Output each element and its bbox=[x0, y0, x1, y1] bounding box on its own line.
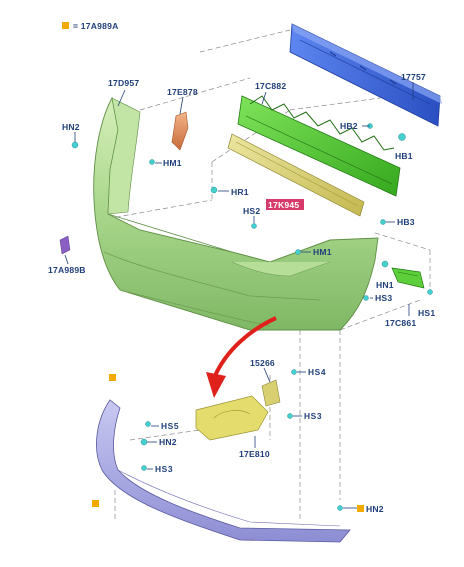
label-17e878: 17E878 bbox=[167, 87, 198, 97]
legend-marker bbox=[62, 22, 69, 29]
upper-bracket bbox=[171, 111, 189, 151]
fastener-hs3-lower bbox=[141, 465, 147, 471]
part-15266 bbox=[261, 379, 281, 407]
foam-absorber: 17K945 bbox=[227, 133, 365, 217]
fastener-hn2-lower bbox=[140, 438, 148, 446]
leader-lines bbox=[64, 82, 414, 509]
marker-top bbox=[109, 374, 116, 381]
fastener-hb3 bbox=[380, 219, 386, 225]
label-hs3-lower: HS3 bbox=[155, 464, 173, 474]
label-17757: 17757 bbox=[401, 72, 426, 82]
label-hm1-left: HM1 bbox=[163, 158, 182, 168]
part-labels: 17757 17C882 17D957 17E878 HB2 HB1 HN2 H… bbox=[48, 72, 435, 514]
label-17a989b: 17A989B bbox=[48, 265, 86, 275]
legend-code: = 17A989A bbox=[73, 21, 119, 31]
fastener-hs2 bbox=[251, 223, 257, 229]
assembly-arrow bbox=[206, 316, 277, 398]
fastener-hn2-top bbox=[71, 141, 79, 149]
label-hb2: HB2 bbox=[340, 121, 358, 131]
label-15266: 15266 bbox=[250, 358, 275, 368]
fastener-hm1-right bbox=[295, 249, 301, 255]
marker-left bbox=[92, 500, 99, 507]
label-17c861: 17C861 bbox=[385, 318, 416, 328]
label-hm1-right: HM1 bbox=[313, 247, 332, 257]
label-hn2-top: HN2 bbox=[62, 122, 80, 132]
label-hn2-bottom: HN2 bbox=[366, 504, 384, 514]
label-17d957: 17D957 bbox=[108, 78, 139, 88]
fastener-hs1 bbox=[427, 289, 433, 295]
label-hn1: HN1 bbox=[376, 280, 394, 290]
foam-label-box bbox=[266, 199, 304, 210]
fastener-hs5 bbox=[145, 421, 151, 427]
fastener-hr1 bbox=[210, 186, 218, 194]
fastener-hs3-right bbox=[363, 295, 369, 301]
legend: = 17A989A bbox=[62, 21, 119, 31]
label-hs3-mid: HS3 bbox=[304, 411, 322, 421]
marker-right bbox=[357, 505, 364, 512]
lower-spoiler bbox=[96, 399, 351, 543]
fastener-hs3-mid bbox=[287, 413, 293, 419]
label-hn2-lower: HN2 bbox=[159, 437, 177, 447]
label-hr1: HR1 bbox=[231, 187, 249, 197]
reinforcement-beam bbox=[289, 23, 442, 127]
side-bracket bbox=[391, 267, 425, 289]
clip-17a989b bbox=[59, 235, 71, 255]
energy-absorber bbox=[237, 95, 401, 197]
label-hs4: HS4 bbox=[308, 367, 326, 377]
fog-lamp-bracket bbox=[195, 395, 269, 441]
label-17c882: 17C882 bbox=[255, 81, 286, 91]
fasteners bbox=[71, 123, 433, 512]
fastener-hn1 bbox=[381, 260, 389, 268]
bumper-cover bbox=[93, 96, 379, 331]
foam-label: 17K945 bbox=[268, 200, 299, 210]
fastener-hs4 bbox=[291, 369, 297, 375]
label-hs3-right: HS3 bbox=[375, 293, 392, 303]
label-hb1: HB1 bbox=[395, 151, 413, 161]
fastener-hb1 bbox=[398, 133, 406, 141]
label-hs2: HS2 bbox=[243, 206, 260, 216]
label-hb3: HB3 bbox=[397, 217, 415, 227]
fastener-hn2-bottom bbox=[337, 505, 343, 511]
label-hs5: HS5 bbox=[161, 421, 179, 431]
label-hs1: HS1 bbox=[418, 308, 435, 318]
fastener-hm1-left bbox=[149, 159, 155, 165]
label-17e810: 17E810 bbox=[239, 449, 270, 459]
